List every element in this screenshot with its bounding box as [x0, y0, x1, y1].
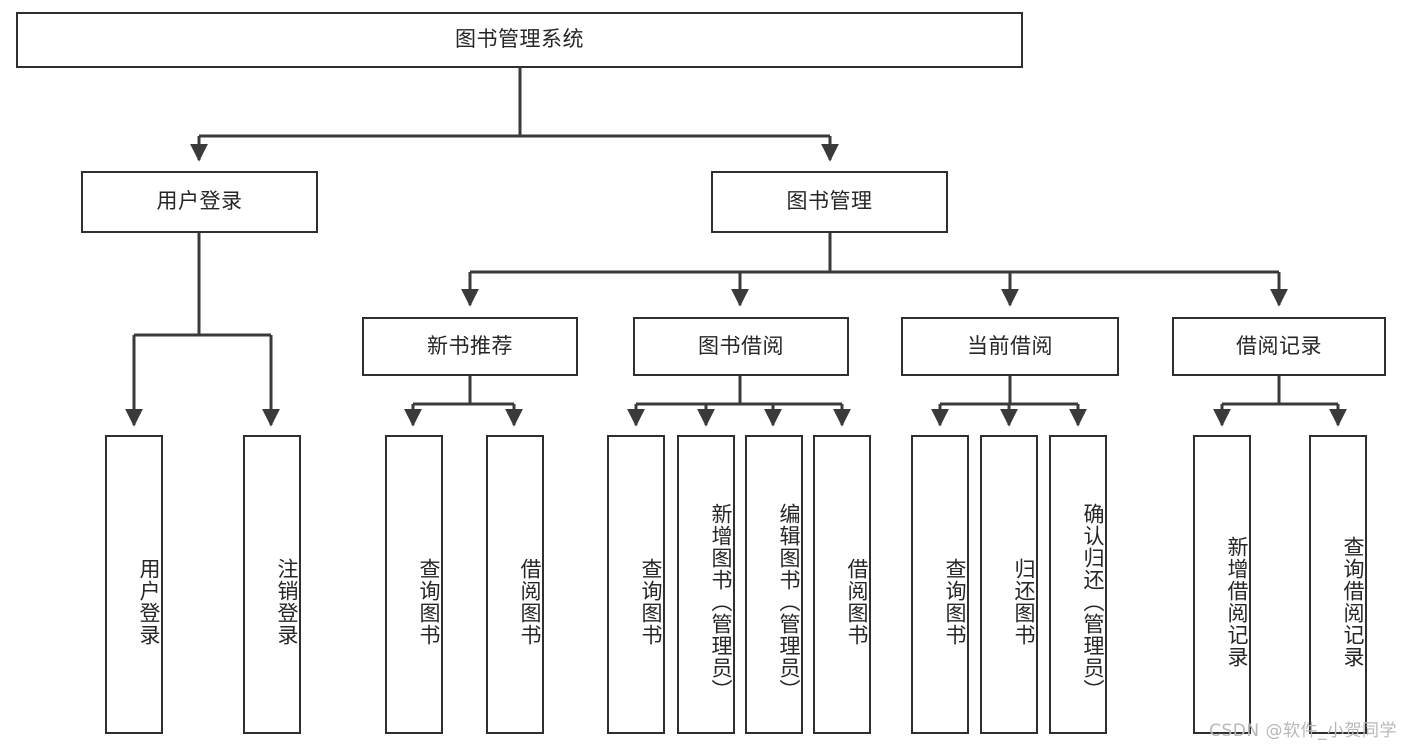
- node-label: 图书管理: [786, 189, 873, 214]
- leaf-book-borrow-edit-book-admin[interactable]: 编辑图书（管理员）: [745, 435, 803, 734]
- node-label: 查询图书: [417, 557, 441, 646]
- node-label: 借阅记录: [1236, 333, 1322, 358]
- leaf-current-borrow-return-books[interactable]: 归还图书: [980, 435, 1038, 734]
- node-label: 新增图书（管理员）: [709, 502, 733, 701]
- node-label: 图书管理系统: [455, 27, 584, 52]
- leaf-book-borrow-add-book-admin[interactable]: 新增图书（管理员）: [677, 435, 735, 734]
- node-current-borrow[interactable]: 当前借阅: [901, 317, 1119, 376]
- node-book-management[interactable]: 图书管理: [711, 171, 948, 233]
- leaf-current-borrow-query-books[interactable]: 查询图书: [911, 435, 969, 734]
- node-label: 借阅图书: [518, 557, 542, 646]
- node-book-borrow[interactable]: 图书借阅: [633, 317, 849, 376]
- leaf-new-book-borrow-books[interactable]: 借阅图书: [486, 435, 544, 734]
- leaf-current-borrow-confirm-return-admin[interactable]: 确认归还（管理员）: [1049, 435, 1107, 734]
- node-root-book-management-system[interactable]: 图书管理系统: [16, 12, 1023, 68]
- node-label: 注销登录: [275, 557, 299, 646]
- node-label: 用户登录: [156, 189, 243, 214]
- leaf-borrow-record-query-record[interactable]: 查询借阅记录: [1309, 435, 1367, 734]
- node-label: 新书推荐: [427, 333, 513, 358]
- node-label: 借阅图书: [845, 557, 869, 646]
- leaf-new-book-query-books[interactable]: 查询图书: [385, 435, 443, 734]
- leaf-book-borrow-query-books[interactable]: 查询图书: [607, 435, 665, 734]
- node-label: 确认归还（管理员）: [1081, 502, 1105, 701]
- node-label: 查询图书: [943, 557, 967, 646]
- node-label: 编辑图书（管理员）: [777, 502, 801, 701]
- csdn-watermark: CSDN @软件_小贺同学: [1209, 721, 1397, 741]
- node-label: 新增借阅记录: [1225, 535, 1249, 668]
- node-label: 当前借阅: [967, 333, 1053, 358]
- node-new-book-recommend[interactable]: 新书推荐: [362, 317, 578, 376]
- leaf-book-borrow-borrow-books[interactable]: 借阅图书: [813, 435, 871, 734]
- node-user-login[interactable]: 用户登录: [81, 171, 318, 233]
- node-label: 用户登录: [137, 557, 161, 646]
- node-label: 查询借阅记录: [1341, 535, 1365, 668]
- node-label: 查询图书: [639, 557, 663, 646]
- leaf-borrow-record-add-record[interactable]: 新增借阅记录: [1193, 435, 1251, 734]
- leaf-user-login-logout[interactable]: 注销登录: [243, 435, 301, 734]
- node-label: 图书借阅: [698, 333, 784, 358]
- leaf-user-login-login[interactable]: 用户登录: [105, 435, 163, 734]
- node-label: 归还图书: [1012, 557, 1036, 646]
- node-borrow-record[interactable]: 借阅记录: [1172, 317, 1386, 376]
